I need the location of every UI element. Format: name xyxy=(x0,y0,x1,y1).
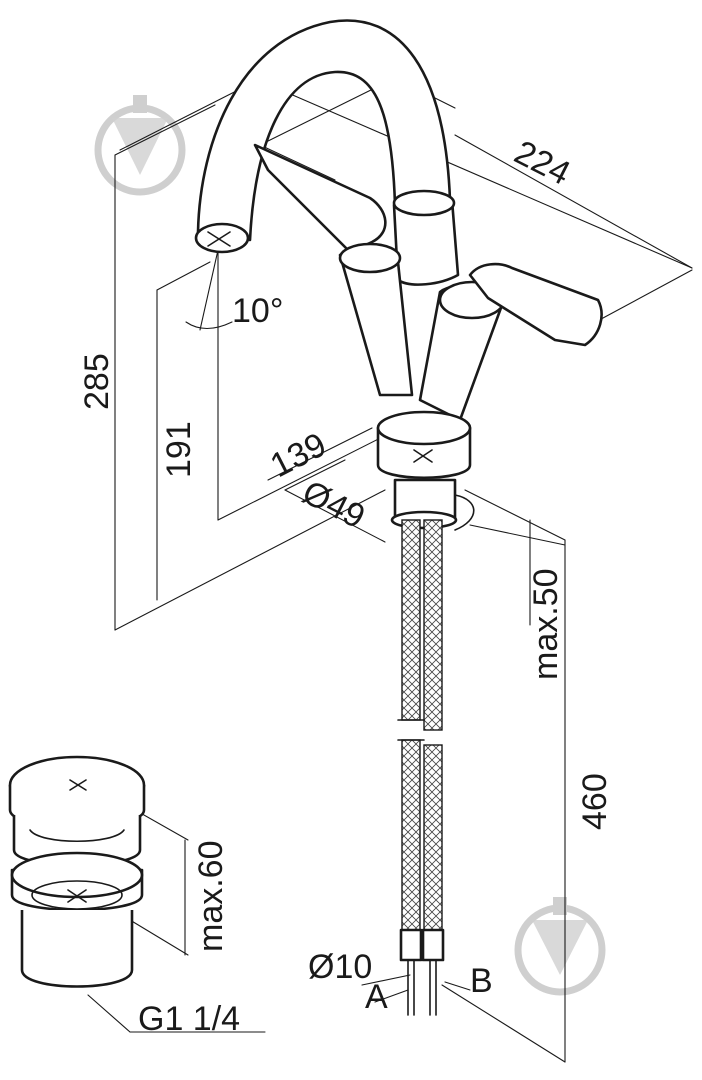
watermark-icon xyxy=(514,897,606,996)
drain-valve xyxy=(8,755,146,988)
hose-label-a: A xyxy=(365,978,388,1016)
dim-max-50: max.50 xyxy=(527,569,565,681)
dim-diameter-49: Ø49 xyxy=(296,473,371,536)
dim-max-60: max.60 xyxy=(192,841,230,953)
dim-191: 191 xyxy=(160,421,198,478)
dimension-lines xyxy=(87,79,693,1063)
hose-label-b: B xyxy=(470,962,493,1000)
faucet-body xyxy=(194,19,603,531)
dim-285: 285 xyxy=(78,353,116,410)
dim-224: 224 xyxy=(508,133,576,193)
watermark-icon xyxy=(94,95,186,196)
dim-g1-1-4: G1 1/4 xyxy=(138,1000,240,1038)
dim-10-degree: 10° xyxy=(232,292,283,330)
dim-diameter-10: Ø10 xyxy=(308,948,372,986)
supply-hoses xyxy=(397,519,445,1016)
dim-460: 460 xyxy=(576,773,614,830)
